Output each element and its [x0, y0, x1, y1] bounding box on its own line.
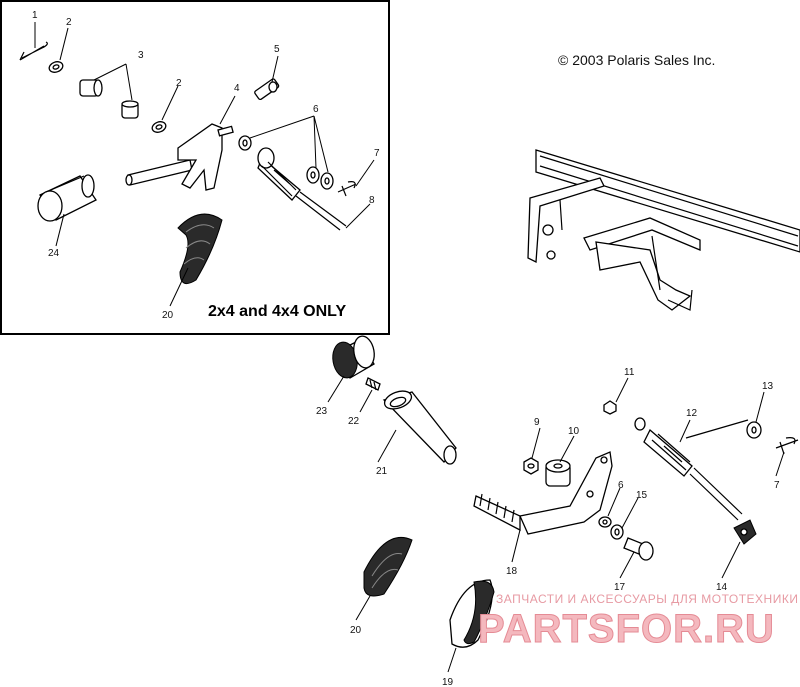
callout-3: 3 [138, 50, 144, 61]
part-23-knob-cap [332, 335, 375, 379]
callout-2-upper: 2 [66, 17, 72, 28]
callout-9: 9 [534, 417, 540, 428]
callout-19: 19 [442, 677, 454, 687]
part-20-grip-pad-a [177, 213, 223, 285]
part-8-cable [257, 147, 347, 231]
leader-lines [34, 22, 785, 673]
part-7-clip-b [775, 437, 799, 455]
callout-15: 15 [636, 490, 648, 501]
callout-7-lower: 7 [774, 480, 780, 491]
callout-8: 8 [369, 195, 375, 206]
part-13-washer [746, 421, 762, 439]
part-10-spacer [545, 459, 571, 487]
part-6-washer-c [598, 516, 612, 528]
part-20-grip-pad-b [363, 536, 413, 597]
part-22-screw [365, 377, 381, 391]
part-11-nut [603, 400, 617, 415]
part-4-lever-arm [125, 123, 234, 191]
part-19-pedal-pad [449, 579, 495, 648]
watermark-subtitle: ЗАПЧАСТИ И АКСЕССУАРЫ ДЛЯ МОТОТЕХНИКИ [496, 592, 798, 606]
part-5-pin [254, 78, 280, 101]
callout-4: 4 [234, 83, 240, 94]
callout-20-upper: 20 [162, 310, 174, 321]
watermark-brand: PARTSFOR.RU [478, 607, 775, 651]
callout-13: 13 [762, 381, 774, 392]
part-6-washer-b [306, 166, 334, 190]
callout-5: 5 [274, 44, 280, 55]
part-14-cable-end [733, 519, 757, 545]
inset-frame [0, 0, 390, 335]
part-21-handle-grip [382, 390, 457, 465]
part-15-washer [610, 524, 624, 540]
part-3-bushing-a [79, 79, 103, 97]
part-12-cable [634, 417, 749, 521]
callout-14: 14 [716, 582, 728, 593]
part-17-pivot-pin [623, 537, 654, 561]
inset-caption: 2x4 and 4x4 ONLY [208, 303, 346, 320]
callout-23: 23 [316, 406, 328, 417]
part-3-bushing-b [121, 100, 139, 119]
callout-6-upper: 6 [313, 104, 319, 115]
part-1-cotter-pin [19, 41, 48, 61]
callout-20-lower: 20 [350, 625, 362, 636]
callout-21: 21 [376, 466, 388, 477]
copyright-text: © 2003 Polaris Sales Inc. [558, 52, 715, 68]
callout-6-lower: 6 [618, 480, 624, 491]
vehicle-frame [527, 149, 800, 311]
part-9-nut [523, 457, 539, 475]
part-2-washer-b [151, 121, 167, 133]
callout-2-lower: 2 [176, 78, 182, 89]
part-18-brake-lever [473, 451, 613, 535]
part-24-knob [37, 174, 97, 222]
callout-17: 17 [614, 582, 626, 593]
callout-10: 10 [568, 426, 580, 437]
part-6-washer-a [238, 135, 252, 151]
callout-22: 22 [348, 416, 360, 427]
callout-12: 12 [686, 408, 698, 419]
part-7-clip-a [337, 181, 357, 197]
callout-7-upper: 7 [374, 148, 380, 159]
callout-24: 24 [48, 248, 60, 259]
part-2-washer [48, 61, 64, 73]
callout-1: 1 [32, 10, 38, 21]
callout-11: 11 [624, 367, 635, 378]
callout-18: 18 [506, 566, 518, 577]
